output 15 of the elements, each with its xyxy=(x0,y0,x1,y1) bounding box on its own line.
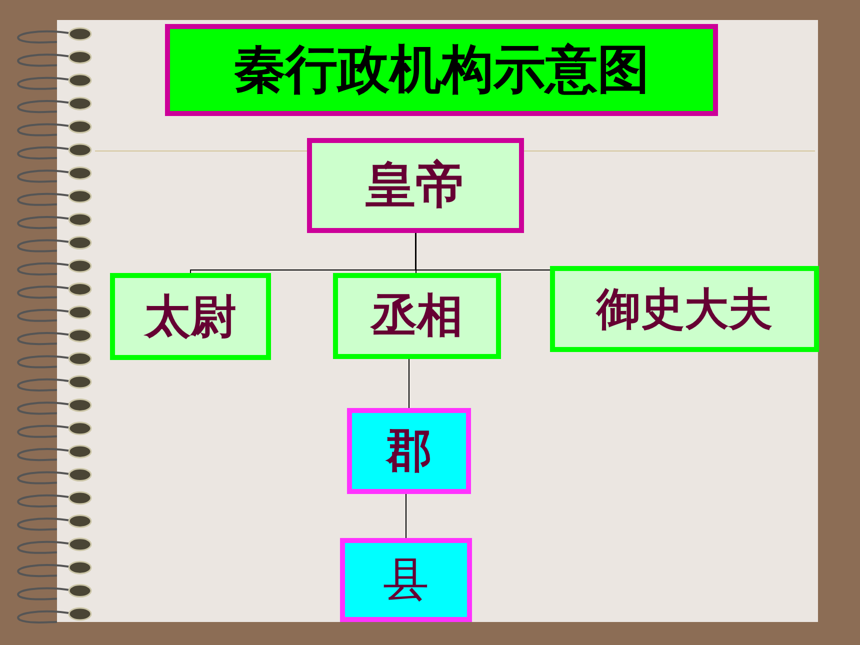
box-label: 皇帝 xyxy=(366,155,466,216)
box-label: 太尉 xyxy=(144,288,236,344)
box-label: 御史大夫 xyxy=(596,282,772,336)
box-label: 丞相 xyxy=(371,287,463,344)
org-box xyxy=(550,266,819,352)
org-box xyxy=(110,273,271,360)
box-label: 郡 xyxy=(386,422,432,479)
org-box xyxy=(340,538,472,622)
org-box xyxy=(307,138,524,233)
box-label: 县 xyxy=(383,551,429,608)
title-banner: 秦行政机构示意图 xyxy=(165,24,718,116)
connector-line xyxy=(415,232,550,270)
org-box xyxy=(333,273,501,359)
org-box xyxy=(347,408,471,494)
connector-line xyxy=(408,358,410,408)
